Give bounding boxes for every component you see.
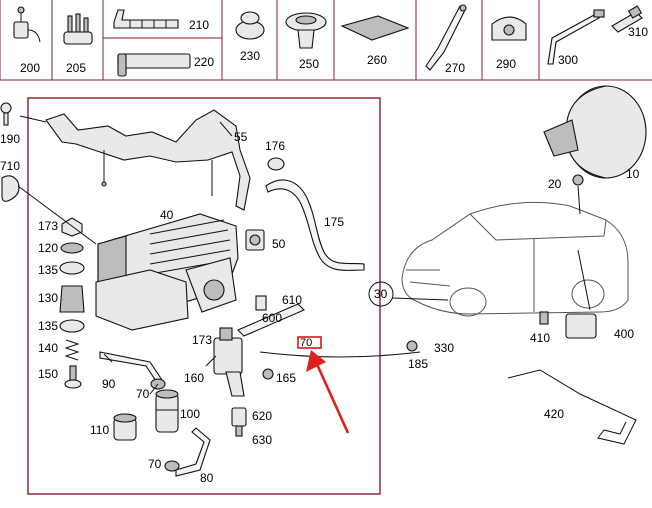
callout-135b: 135 xyxy=(38,319,58,333)
callout-173a: 173 xyxy=(38,219,58,233)
valve-unit[interactable] xyxy=(213,295,305,397)
fitting-330[interactable] xyxy=(406,340,418,352)
callout-600: 600 xyxy=(262,311,282,325)
callout-90: 90 xyxy=(102,377,116,391)
callout-710: 710 xyxy=(0,159,20,173)
thumb-label-290: 290 xyxy=(496,57,516,71)
cable-strip-icon[interactable] xyxy=(113,9,179,29)
sensor-620[interactable] xyxy=(231,407,247,437)
thumb-label-200: 200 xyxy=(20,61,40,75)
callout-620: 620 xyxy=(252,409,272,423)
connector-icon[interactable] xyxy=(13,6,41,43)
callout-120: 120 xyxy=(38,241,58,255)
callout-410: 410 xyxy=(530,331,550,345)
callout-70b: 70 xyxy=(148,457,162,471)
callout-135a: 135 xyxy=(38,263,58,277)
callout-highlight-70: 70 xyxy=(300,337,312,349)
pipe-icon[interactable] xyxy=(547,9,605,65)
callout-40: 40 xyxy=(160,208,174,222)
callout-labels: 190 55 710 176 175 40 50 173 120 135 130… xyxy=(0,130,640,485)
sleeve-icon[interactable] xyxy=(117,53,191,77)
callout-140: 140 xyxy=(38,341,58,355)
air-hose[interactable] xyxy=(265,179,365,271)
rubber-ring-135-top[interactable] xyxy=(59,261,85,275)
callout-110: 110 xyxy=(90,423,109,437)
callout-100: 100 xyxy=(180,407,200,421)
rubber-mount[interactable] xyxy=(245,229,265,251)
fitting-set-icon[interactable] xyxy=(63,13,93,45)
thumb-label-260: 260 xyxy=(367,53,387,67)
level-sensor[interactable] xyxy=(539,311,597,339)
thumb-label-220: 220 xyxy=(194,55,214,69)
clip-icon[interactable] xyxy=(491,16,527,41)
thumbnail-strip: 200 205 210 220 230 250 260 270 290 300 … xyxy=(0,0,652,81)
thumb-label-205: 205 xyxy=(66,61,86,75)
rubber-ring-135-bottom[interactable] xyxy=(59,319,85,333)
callout-55: 55 xyxy=(234,130,248,144)
pad-icon[interactable] xyxy=(340,15,410,41)
callout-610: 610 xyxy=(282,293,302,307)
air-reservoir[interactable] xyxy=(543,85,647,186)
callout-630: 630 xyxy=(252,433,272,447)
callout-20: 20 xyxy=(548,177,562,191)
callout-185: 185 xyxy=(408,357,428,371)
intake-hose-80[interactable] xyxy=(175,427,211,477)
thumb-label-250: 250 xyxy=(299,57,319,71)
callout-70a: 70 xyxy=(136,387,150,401)
callout-330: 330 xyxy=(434,341,454,355)
thumb-label-270: 270 xyxy=(445,61,465,75)
callout-165: 165 xyxy=(276,371,296,385)
grommet-icon[interactable] xyxy=(235,11,265,40)
thumb-label-210: 210 xyxy=(189,18,209,32)
air-filter[interactable] xyxy=(155,389,179,433)
sensor-rod[interactable] xyxy=(507,369,637,445)
callout-150: 150 xyxy=(38,367,58,381)
callout-30: 30 xyxy=(374,287,388,301)
damper-130[interactable] xyxy=(59,285,85,313)
thumb-label-230: 230 xyxy=(240,49,260,63)
bolt-150[interactable] xyxy=(69,365,77,381)
callout-80: 80 xyxy=(200,471,214,485)
vehicle-outline[interactable] xyxy=(401,201,629,317)
callout-circle-30 xyxy=(368,281,394,307)
callout-420: 420 xyxy=(544,407,564,421)
washer-120[interactable] xyxy=(60,242,84,254)
callout-176: 176 xyxy=(265,139,285,153)
clamp-70-bottom[interactable] xyxy=(164,460,180,472)
callout-175: 175 xyxy=(324,215,344,229)
callout-160: 160 xyxy=(184,371,204,385)
red-arrow-icon xyxy=(306,350,350,434)
bracket-190[interactable] xyxy=(0,102,12,114)
highlight-box xyxy=(297,336,322,349)
callout-50: 50 xyxy=(272,237,286,251)
leader-lines xyxy=(17,115,591,395)
compressor-bracket[interactable] xyxy=(45,109,251,211)
thumb-label-300: 300 xyxy=(558,53,578,67)
assembly-frame xyxy=(27,97,381,495)
air-compressor[interactable] xyxy=(95,213,239,331)
coupling-icon[interactable] xyxy=(611,5,643,33)
filter-holder-110[interactable] xyxy=(113,413,137,441)
callout-173b: 173 xyxy=(192,333,212,347)
callout-400: 400 xyxy=(614,327,634,341)
hook-710[interactable] xyxy=(1,175,20,202)
mount-cap-icon[interactable] xyxy=(285,12,327,49)
callout-130: 130 xyxy=(38,291,58,305)
callout-10: 10 xyxy=(626,167,640,181)
strap-icon[interactable] xyxy=(425,4,467,71)
callout-190: 190 xyxy=(0,132,20,146)
hose-clamp[interactable] xyxy=(267,157,285,171)
spring-140[interactable] xyxy=(64,339,80,361)
thumb-label-310: 310 xyxy=(628,25,648,39)
